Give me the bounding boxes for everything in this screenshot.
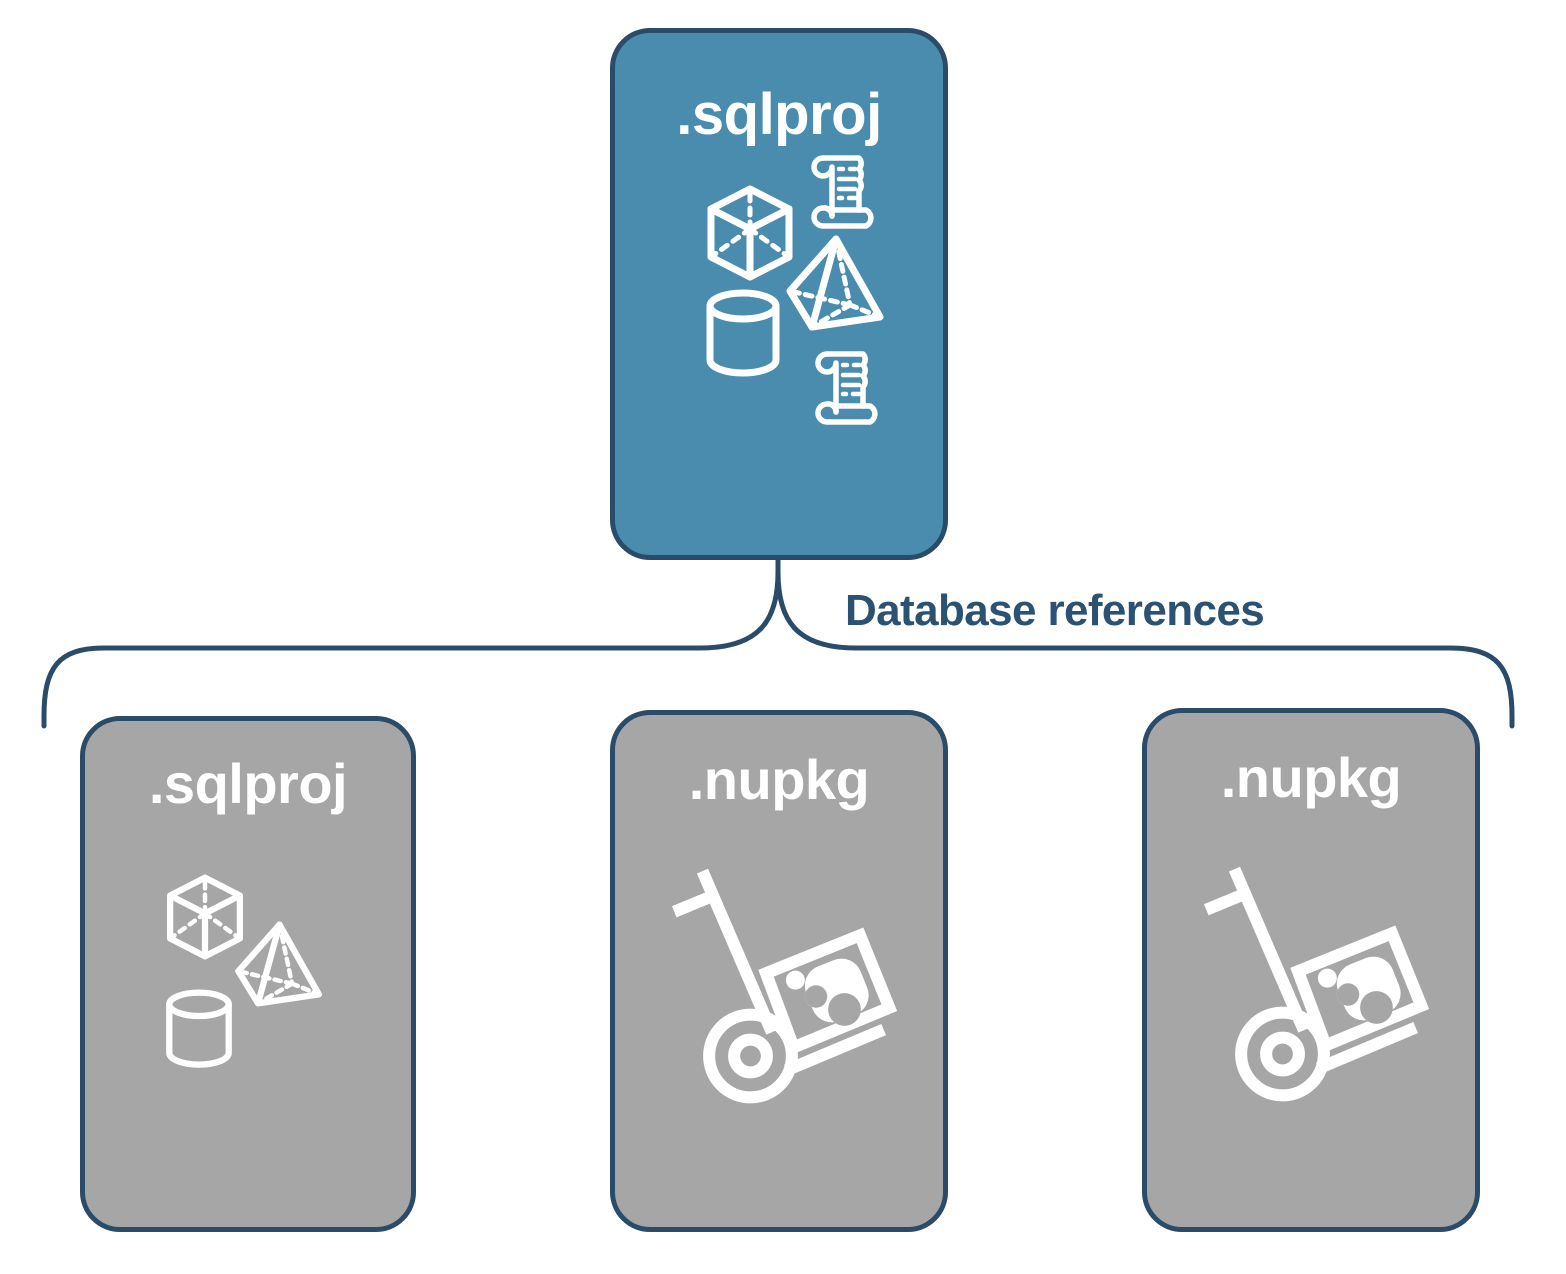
- node-child-sqlproj-label: .sqlproj: [148, 752, 348, 815]
- node-child-nupkg-1-label: .nupkg: [688, 748, 870, 811]
- nuget-hand-truck-icon: [1203, 866, 1430, 1102]
- node-child-nupkg-1-icons: [615, 812, 943, 1227]
- node-child-nupkg-2[interactable]: .nupkg: [1142, 708, 1480, 1232]
- node-child-sqlproj-icons: [85, 816, 411, 1227]
- pyramid-icon: [786, 235, 884, 331]
- node-child-nupkg-2-icons: [1147, 810, 1475, 1227]
- node-child-nupkg-1[interactable]: .nupkg: [610, 710, 948, 1232]
- node-root-sqlproj-icons: [615, 148, 943, 555]
- cylinder-icon: [706, 289, 780, 377]
- scroll-icon: [815, 351, 878, 425]
- node-child-nupkg-2-label: .nupkg: [1220, 746, 1402, 809]
- scroll-icon: [811, 155, 874, 229]
- node-root-sqlproj-label: .sqlproj: [676, 82, 882, 147]
- pyramid-icon: [235, 921, 322, 1007]
- cube-icon: [167, 874, 243, 960]
- nuget-hand-truck-icon: [671, 868, 898, 1104]
- cylinder-icon: [166, 989, 232, 1068]
- cube-icon: [707, 185, 793, 281]
- node-root-sqlproj[interactable]: .sqlproj: [610, 28, 948, 560]
- node-child-sqlproj[interactable]: .sqlproj: [80, 716, 416, 1232]
- database-references-label: Database references: [845, 586, 1265, 635]
